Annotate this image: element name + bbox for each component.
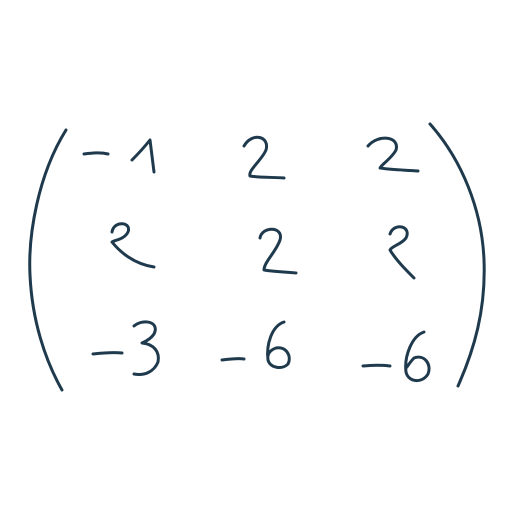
digit-three-stroke [132,320,160,376]
digit-two-stroke [258,227,298,275]
cell-r3c3: -6 [361,330,431,382]
digit-two-stroke [242,135,286,180]
cell-r1c2: 2 [242,135,286,180]
digit-two-stroke [388,225,416,280]
minus-stroke [220,357,246,362]
left-bracket [28,128,68,392]
digit-six-stroke [404,330,431,382]
digit-two-stroke [110,222,156,269]
cell-r1c3: 2 [366,136,420,173]
cell-r2c1: 2 [110,222,156,269]
minus-stroke [361,363,392,368]
digit-six-stroke [266,320,291,369]
right-bracket [428,122,486,388]
minus-stroke [91,351,124,356]
cell-r3c1: -3 [91,320,160,376]
cell-r3c2: -6 [220,320,291,369]
minus-stroke [82,151,110,156]
cell-r2c2: 2 [258,227,298,275]
digit-two-stroke [366,136,420,173]
cell-r2c3: 2 [388,225,416,280]
digit-one-stroke [130,138,156,174]
cell-r1c1: -1 [82,138,156,174]
